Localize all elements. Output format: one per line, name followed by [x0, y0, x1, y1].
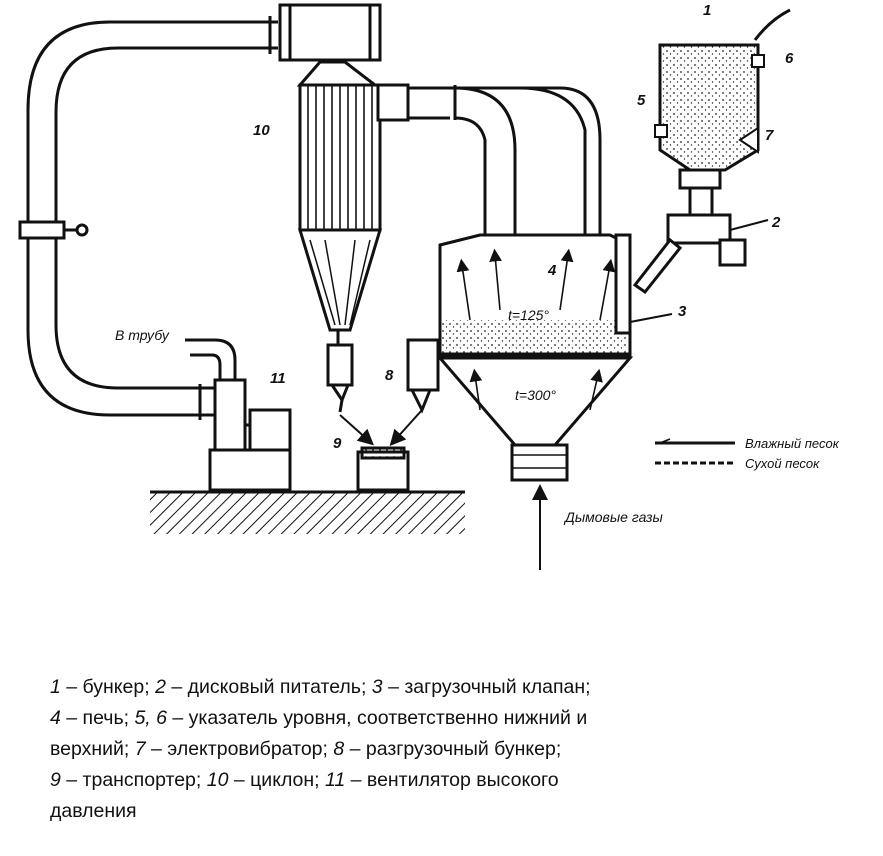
to-pipe-label: В трубу [115, 327, 170, 343]
caption-line-4: 9 – транспортер; 10 – циклон; 11 – венти… [50, 769, 559, 791]
legend: Влажный песок Сухой песок [655, 436, 840, 471]
kiln-to-cyclone-duct [376, 83, 602, 235]
label-7: 7 [765, 127, 774, 144]
legend-wet-label: Влажный песок [745, 436, 840, 451]
label-9: 9 [333, 435, 342, 452]
figure-caption: 1 – бункер; 2 – дисковый питатель; 3 – з… [50, 672, 850, 827]
sand-dryer-diagram: В трубу 11 10 [18, 2, 840, 570]
legend-dry-label: Сухой песок [745, 456, 820, 471]
kiln-temperature: t=125° [508, 307, 549, 323]
label-11: 11 [270, 370, 286, 387]
cone-temperature: t=300° [515, 387, 556, 403]
conveyor [356, 446, 410, 492]
caption-line-1: 1 – бункер; 2 – дисковый питатель; 3 – з… [50, 676, 591, 698]
disc-feeder [666, 213, 769, 267]
loading-valve [614, 233, 683, 335]
level-indicators [654, 54, 765, 154]
caption-line-5: давления [50, 800, 137, 822]
label-2: 2 [771, 214, 781, 231]
high-pressure-fan [185, 338, 292, 492]
label-1: 1 [703, 2, 711, 19]
kiln [436, 233, 634, 482]
caption-line-2: 4 – печь; 5, 6 – указатель уровня, соотв… [50, 707, 588, 729]
label-4: 4 [547, 262, 557, 279]
bunker [658, 8, 791, 215]
discharge-hopper [389, 338, 440, 446]
return-duct [18, 16, 282, 420]
cyclone [278, 3, 383, 413]
label-3: 3 [678, 303, 687, 320]
label-6: 6 [785, 50, 794, 67]
gas-flow-arrows [456, 248, 616, 570]
flue-gas-label: Дымовые газы [563, 509, 664, 525]
label-8: 8 [385, 367, 394, 384]
ground [150, 490, 465, 534]
label-5: 5 [637, 92, 646, 109]
caption-line-3: верхний; 7 – электровибратор; 8 – разгру… [50, 738, 562, 760]
label-10: 10 [253, 122, 270, 139]
